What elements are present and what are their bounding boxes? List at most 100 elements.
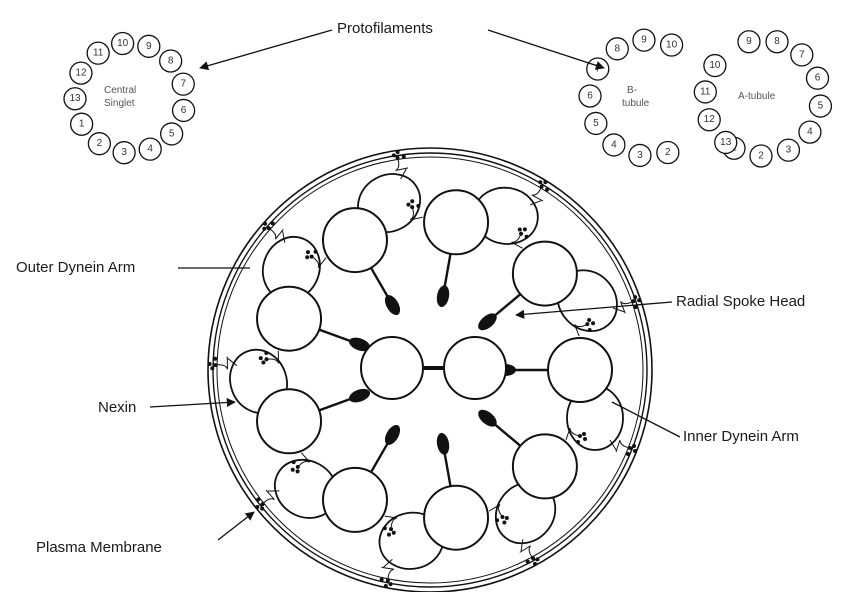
radial-spoke-head [435, 432, 451, 456]
dynein-arm-dot [531, 556, 535, 560]
dynein-arm-dot [519, 232, 523, 236]
radial-spoke-head [435, 284, 451, 308]
protofilaments-label: Protofilaments [337, 20, 433, 37]
a-tubule-protofilament-number: 6 [815, 73, 821, 84]
dynein-arm-dot [576, 440, 580, 444]
dynein-arm-dot [213, 363, 217, 367]
b-tubule-protofilament-number: 6 [587, 90, 593, 101]
dynein-arm-dot [533, 562, 537, 566]
b-tubule-protofilament-number: 8 [614, 43, 620, 54]
a-tubule [513, 242, 577, 306]
dynein-arm-dot [587, 318, 591, 322]
a-tubule-label: A-tubule [738, 91, 776, 102]
a-tubule [548, 338, 612, 402]
a-tubule-protofilament-number: 7 [799, 49, 805, 60]
dynein-arm-dot [500, 515, 504, 519]
dynein-arm-dot [631, 299, 635, 303]
shared-protofilament-number: 11 [700, 86, 711, 97]
b-tubule-protofilament-number: 3 [637, 150, 643, 161]
radial-spoke-head-label: Radial Spoke Head [676, 293, 805, 310]
dynein-arm-dot [502, 520, 506, 524]
dynein-arm-dot [256, 497, 260, 501]
dynein-arm-dot [632, 444, 636, 448]
dynein-arm-dot [626, 452, 630, 456]
dynein-arm-dot [628, 446, 632, 450]
dynein-arm-dot [261, 361, 265, 365]
dynein-arm-dot [545, 188, 549, 192]
a-tubule [323, 208, 387, 272]
plasma-membrane-label: Plasma Membrane [36, 539, 162, 556]
dynein-arm-dot [292, 460, 296, 464]
dynein-arm-dot [387, 533, 391, 537]
singlet-protofilament-number: 11 [93, 48, 104, 59]
dynein-arm-dot [306, 250, 310, 254]
a-tubule-protofilament-number: 9 [746, 36, 752, 47]
dynein-arm-dot [314, 250, 318, 254]
dynein-arm-dot [505, 516, 509, 520]
dynein-arm-dot [389, 582, 393, 586]
dynein-arm-dot [633, 449, 637, 453]
outer-dynein-arm-label: Outer Dynein Arm [16, 259, 135, 276]
radial-spoke-head [382, 293, 403, 318]
singlet-protofilament-number: 8 [168, 55, 174, 66]
dynein-arm-dot [583, 437, 587, 441]
central-singlet-label-line2: Singlet [104, 98, 135, 109]
microtubule-doublet [208, 342, 372, 454]
a-tubule [424, 486, 488, 550]
a-tubule-protofilament-number: 8 [774, 36, 780, 47]
axoneme-cross-section [208, 148, 652, 592]
dynein-arm-dot [543, 180, 547, 184]
dynein-arm-dot [396, 156, 400, 160]
singlet-protofilament-number: 4 [147, 144, 153, 155]
a-tubule-protofilament-number: 4 [807, 127, 813, 138]
dynein-arm-dot [591, 321, 595, 325]
microtubule-doublet [475, 242, 641, 344]
b-tubule-protofilament-number: 4 [611, 139, 617, 150]
dynein-arm-dot [386, 579, 390, 583]
outer-dynein-arm [616, 440, 630, 452]
dynein-arm-dot [406, 203, 410, 207]
shared-protofilament-number: 10 [709, 60, 721, 71]
singlet-protofilament-number: 3 [121, 147, 127, 158]
outer-dynein-arm [262, 490, 274, 504]
dynein-arm-dot [296, 465, 300, 469]
singlet-protofilament-number: 7 [180, 79, 186, 90]
doublet-cross-section: 987654321101112131098765432 [579, 29, 831, 167]
singlet-protofilament-number: 12 [75, 68, 87, 79]
a-tubule [513, 434, 577, 498]
dynein-arm-dot [392, 531, 396, 535]
dynein-arm-dot [518, 227, 522, 231]
protofilaments-arrow-right [488, 30, 604, 68]
dynein-arm-dot [523, 227, 527, 231]
dynein-arm-dot [540, 185, 544, 189]
nexin-label: Nexin [98, 399, 136, 416]
dynein-arm-dot [588, 328, 592, 332]
dynein-arm-dot [535, 557, 539, 561]
dynein-arm-dot [396, 150, 400, 154]
microtubule-doublet [375, 432, 488, 588]
dynein-arm-dot [578, 434, 582, 438]
dynein-arm-dot [383, 526, 387, 530]
singlet-protofilament-number: 6 [181, 105, 187, 116]
b-tubule-label-line1: B- [627, 85, 637, 96]
outer-dynein-arm [269, 228, 284, 239]
dynein-arm-dot [402, 155, 406, 159]
dynein-arm-dot [260, 507, 264, 511]
dynein-arm-dot [271, 221, 275, 225]
a-tubule [424, 190, 488, 254]
dynein-arm-dot [264, 357, 268, 361]
dynein-arm-dot [296, 469, 300, 473]
dynein-arm-dot [210, 366, 214, 370]
singlet-protofilament-number: 9 [146, 41, 152, 52]
dynein-arm-dot [392, 153, 396, 157]
a-tubule [257, 287, 321, 351]
dynein-arm-dot [585, 322, 589, 326]
dynein-arm-dot [389, 527, 393, 531]
dynein-arm-dot [310, 255, 314, 259]
dynein-arm-dot [259, 356, 263, 360]
microtubule-doublet [323, 150, 431, 318]
singlet-protofilament-number: 13 [69, 93, 81, 104]
dynein-arm-dot [526, 560, 530, 564]
inner-dynein-arm-label: Inner Dynein Arm [683, 428, 799, 445]
